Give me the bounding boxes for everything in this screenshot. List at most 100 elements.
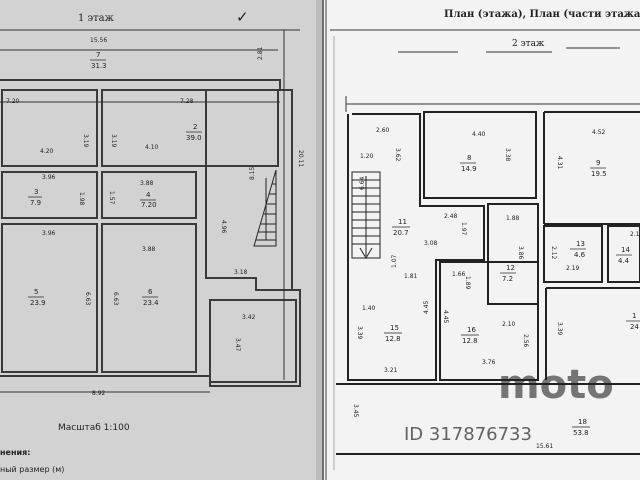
dim-label: 3.86 <box>517 246 524 260</box>
room-number: 12 <box>506 264 515 272</box>
dim-label: 15.61 <box>536 443 553 450</box>
dim-label: 3.38 <box>504 148 511 162</box>
dim-label: 4.31 <box>556 156 563 170</box>
dim-label: 1.20 <box>360 153 374 160</box>
dim-label: 3.76 <box>482 359 496 366</box>
dim-label: 3.39 <box>556 322 563 336</box>
room-number: 5 <box>34 288 38 296</box>
right-stair-icon <box>351 171 381 259</box>
dim-label: 2.12 <box>550 246 557 260</box>
scale-label: Масштаб 1:100 <box>58 423 130 433</box>
dim-label: 15.56 <box>90 37 107 44</box>
dim-label: 6.63 <box>112 292 119 306</box>
dim-label: 3.45 <box>352 404 359 418</box>
dim-label: 3.88 <box>142 246 156 253</box>
dim-label: 20.11 <box>297 150 304 167</box>
dim-label: 4.52 <box>592 129 606 136</box>
dim-label: 4.10 <box>145 144 159 151</box>
room-number: 9 <box>596 159 600 167</box>
dim-label: 3.88 <box>140 180 154 187</box>
dim-label: 3.21 <box>384 367 398 374</box>
dim-label: 8.15 <box>249 166 256 180</box>
dim-label: 2.56 <box>522 334 529 348</box>
dim-label: 2.81 <box>257 46 264 60</box>
dim-label: 1.88 <box>506 215 520 222</box>
dim-label: 6.63 <box>84 292 91 306</box>
room-area: 7.9 <box>30 199 41 207</box>
room-area: 39.0 <box>186 134 202 142</box>
check-mark-icon: ✓ <box>236 8 249 26</box>
room-number: 6 <box>148 288 153 296</box>
dim-label: 3.08 <box>424 240 438 247</box>
dim-label: 2.1 <box>630 231 640 238</box>
room-area: 31.3 <box>91 62 107 70</box>
dim-label: 3.96 <box>42 174 56 181</box>
room-number: 11 <box>398 218 407 226</box>
dim-label: 1.97 <box>460 222 467 236</box>
room-area: 7.20 <box>141 201 157 209</box>
dim-label: 1.57 <box>108 191 115 205</box>
dim-label: 4.40 <box>472 131 486 138</box>
dim-label: 1.07 <box>391 254 398 268</box>
room-area: 24 <box>630 323 639 331</box>
left-dimension-lines <box>0 30 285 393</box>
dim-label: 4.45 <box>423 300 430 314</box>
room-number: 15 <box>390 324 399 332</box>
header-underlines <box>345 47 640 112</box>
left-stair-icon <box>253 169 277 247</box>
dim-label: 2.10 <box>502 321 516 328</box>
room-area: 53.8 <box>573 429 589 437</box>
dim-label: 4.20 <box>40 148 54 155</box>
dim-label: 7.20 <box>6 98 20 105</box>
dim-label: 2.48 <box>444 213 458 220</box>
plan-header: План (этажа), План (части этажа) <box>444 9 640 20</box>
room-area: 4.4 <box>618 257 630 265</box>
dim-label: 4.96 <box>220 220 227 234</box>
dim-label: 2.19 <box>566 265 580 272</box>
room-number: 1 <box>632 312 636 320</box>
room-area: 12.8 <box>385 335 401 343</box>
room-number: 2 <box>193 123 197 131</box>
room-area: 12.8 <box>462 337 478 345</box>
room-number: 4 <box>146 191 151 199</box>
dim-label: 8.92 <box>92 390 106 397</box>
legend-line: ный размер (м) <box>0 465 64 474</box>
room-area: 20.7 <box>393 229 409 237</box>
dim-label: 3.19 <box>110 134 117 148</box>
dim-label: 4.45 <box>442 310 449 324</box>
dim-label: 6.64 <box>359 176 366 190</box>
watermark-id: ID 317876733 <box>404 424 532 445</box>
left-paper-edge <box>316 0 322 480</box>
dim-label: 3.39 <box>356 326 363 340</box>
dim-label: 7.28 <box>180 98 194 105</box>
right-walls <box>336 111 640 455</box>
watermark-logo: moto <box>498 362 614 408</box>
right-room-labels: 8 14.9 9 19.5 11 20.7 12 7.2 13 4.6 14 4… <box>384 154 640 437</box>
left-room-labels: 7 31.3 2 39.0 3 7.9 4 7.20 5 23.9 6 23.4 <box>28 51 202 307</box>
dim-label: 2.60 <box>376 127 390 134</box>
dim-label: 3.42 <box>242 314 256 321</box>
room-number: 18 <box>578 418 587 426</box>
left-sheet: 1 этаж ✓ <box>0 0 322 480</box>
room-area: 14.9 <box>461 165 477 173</box>
dim-label: 3.18 <box>234 269 248 276</box>
room-number: 16 <box>467 326 476 334</box>
right-dimension-labels: 2.60 4.40 4.52 1.20 3.62 3.38 4.31 6.64 … <box>352 127 640 450</box>
dim-label: 1.89 <box>464 276 471 290</box>
dim-label: 1.66 <box>452 271 466 278</box>
right-sheet: План (этажа), План (части этажа) 2 этаж <box>324 0 640 480</box>
dim-label: 3.62 <box>394 148 401 162</box>
left-walls <box>0 79 301 387</box>
dim-label: 1.81 <box>404 273 418 280</box>
left-floor-label: 1 этаж <box>78 13 115 24</box>
dim-label: 3.19 <box>82 134 89 148</box>
right-floor-label: 2 этаж <box>512 39 545 49</box>
room-number: 14 <box>621 246 630 254</box>
dim-label: 1.40 <box>362 305 376 312</box>
room-area: 23.9 <box>30 299 46 307</box>
legend-title: нения: <box>0 448 30 457</box>
room-area: 4.6 <box>574 251 586 259</box>
room-area: 23.4 <box>143 299 159 307</box>
room-number: 3 <box>34 188 38 196</box>
